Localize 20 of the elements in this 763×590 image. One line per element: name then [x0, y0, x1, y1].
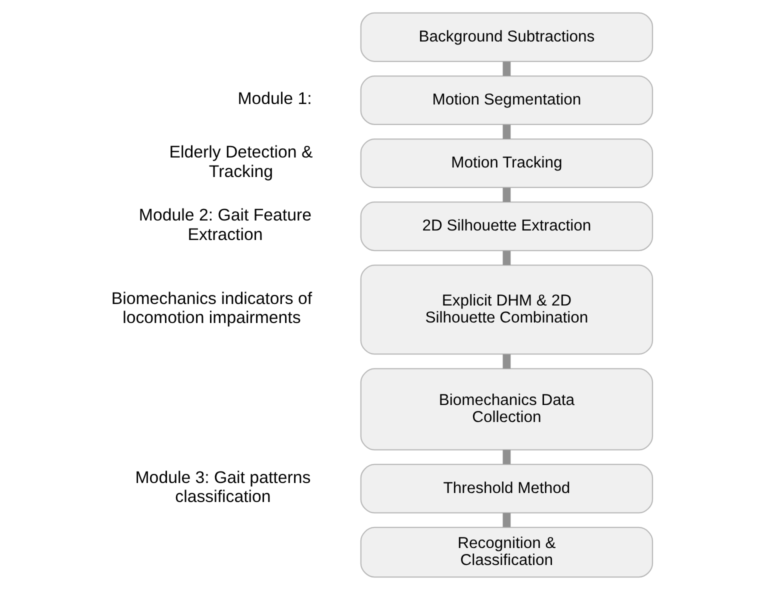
node-box: Threshold Method — [360, 464, 653, 514]
label: Module 1: — [237, 89, 312, 108]
connector — [502, 62, 510, 76]
label: Elderly Detection & Tracking — [168, 142, 312, 181]
node-box: Motion Segmentation — [360, 75, 653, 125]
label: Biomechanics indicators of locomotion impairments — [110, 289, 312, 328]
connector — [502, 354, 510, 369]
connector — [502, 450, 510, 464]
node-box: Motion Tracking — [360, 138, 653, 188]
node-box: Background Subtractions — [360, 12, 653, 62]
node-box: Biomechanics Data Collection — [360, 368, 653, 450]
connector — [502, 512, 510, 528]
node-box: Recognition & Classification — [360, 526, 653, 578]
node-box: Explicit DHM & 2D Silhouette Combination — [360, 264, 653, 355]
node-box: 2D Silhouette Extraction — [360, 202, 653, 252]
label: Module 2: Gait Feature Extraction — [138, 206, 312, 244]
connector — [502, 250, 510, 266]
connector — [502, 188, 510, 202]
connector — [502, 124, 510, 139]
label: Module 3: Gait patterns classification — [134, 468, 310, 506]
